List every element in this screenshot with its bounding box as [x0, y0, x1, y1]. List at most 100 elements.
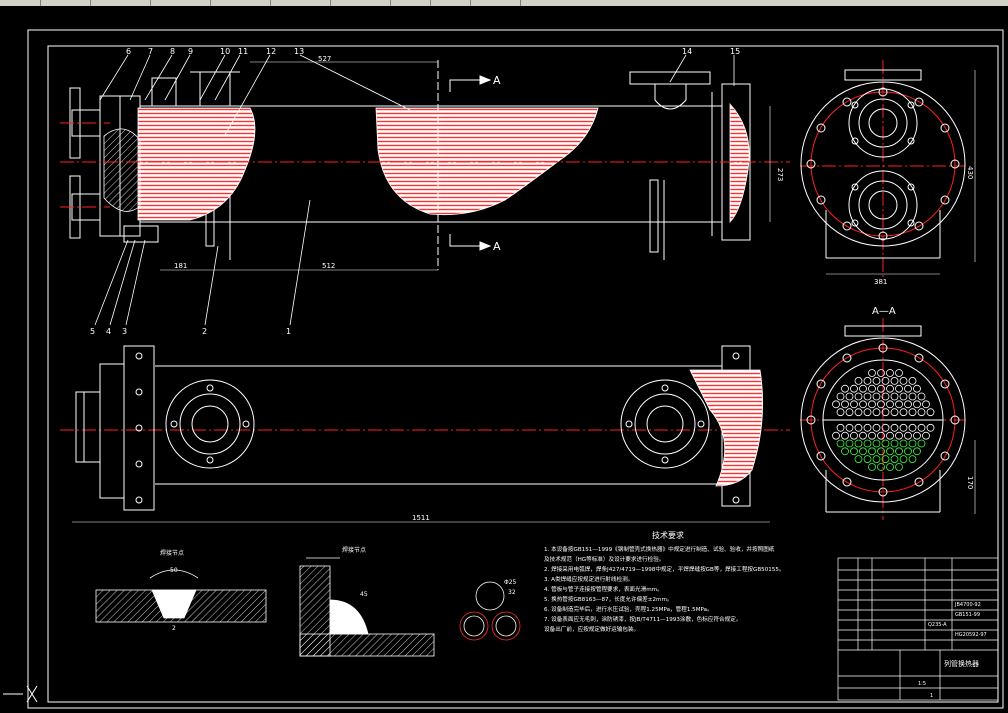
note-line: 3. A类焊缝应按规定进行射线检测。 [544, 575, 633, 583]
tube-hole [908, 423, 917, 432]
tube-hole [908, 439, 917, 448]
plan-view-hatch [689, 369, 764, 487]
tube-hole [904, 447, 912, 456]
part-number-3: 3 [122, 327, 127, 336]
part-number-6: 6 [126, 47, 131, 56]
tube-hole [836, 439, 845, 448]
part-number-9: 9 [188, 47, 193, 56]
tube-hole [913, 447, 921, 456]
tube-hole [854, 376, 863, 385]
title-block-code: HG20592-97 [955, 632, 987, 638]
tube-hole [850, 447, 858, 456]
title-block-sheet: 1 [930, 693, 933, 699]
tube-hole [868, 431, 876, 440]
end-view [800, 69, 966, 259]
title-block-code: JB4700-92 [954, 602, 981, 608]
tube-hole [863, 439, 872, 448]
plan-view-bolts [135, 352, 740, 504]
tube-grid [832, 369, 935, 471]
tube-hole [881, 423, 890, 432]
tube-hole [845, 439, 854, 448]
tube-hole [854, 423, 863, 432]
title-block-code: GB151-99 [955, 612, 980, 618]
part-number-4: 4 [106, 327, 111, 336]
part-number-15: 15 [730, 47, 740, 56]
tube-hole [886, 369, 894, 377]
tube-hole [854, 408, 863, 417]
tube-hole [872, 376, 881, 385]
tube-hole [890, 423, 899, 432]
tube-hole [881, 439, 890, 448]
section-marker-top: A [493, 74, 501, 87]
tube-hole [886, 384, 894, 393]
middle-tube-section [375, 107, 599, 216]
part-number-7: 7 [148, 47, 153, 56]
part-number-8: 8 [170, 47, 175, 56]
tube-hole [845, 408, 854, 417]
tube-hole [854, 439, 863, 448]
window-title-strip [0, 0, 1008, 6]
tube-hole [832, 400, 840, 409]
part-number-2: 2 [202, 327, 207, 336]
tube-hole [877, 400, 885, 409]
tube-hole [836, 392, 845, 401]
part-leaders [94, 54, 735, 326]
tube-hole [872, 392, 881, 401]
tube-hole [854, 392, 863, 401]
drawing-title: 列管换热器 [944, 659, 979, 668]
dim-end-height: 430 [966, 166, 974, 179]
tube-hole [890, 392, 899, 401]
tube-hole [854, 455, 863, 464]
weld-detail-1 [95, 569, 267, 623]
tube-hole [850, 400, 858, 409]
tube-hole [886, 400, 894, 409]
tube-hole [859, 384, 867, 393]
section-marker-bottom: A [493, 240, 501, 253]
end-view-bolts [806, 87, 960, 241]
weld-detail-2 [299, 557, 435, 657]
tube-hole [895, 463, 903, 471]
tube-hole [872, 408, 881, 417]
note-line: 及技术规范（HG等标准）及设计要求进行检验。 [544, 555, 664, 563]
tube-hole [841, 384, 849, 393]
tube-hole [868, 369, 876, 377]
tube-hole [863, 392, 872, 401]
title-block-scale: 1:5 [918, 681, 926, 687]
tube-hole [890, 439, 899, 448]
section-markers [437, 60, 492, 270]
tube-hole [863, 423, 872, 432]
dim-main-length: 512 [322, 262, 335, 270]
dim-overall-length: 1511 [412, 514, 430, 522]
technical-notes: 1. 本设备按GB151—1999《钢制管壳式换热器》中规定进行制造、试验、验收… [544, 545, 785, 633]
tube-hole [836, 423, 845, 432]
part-number-14: 14 [682, 47, 692, 56]
tube-hole [872, 439, 881, 448]
tube-hole [836, 408, 845, 417]
tube-hole [899, 408, 908, 417]
tube-hole [845, 392, 854, 401]
tube-hole [863, 455, 872, 464]
tube-hole [881, 408, 890, 417]
tube-hole [917, 423, 926, 432]
section-bolts [806, 343, 960, 497]
tube-layout-detail [459, 581, 521, 641]
tube-hole [872, 455, 881, 464]
tube-pitch-dim: Φ25 [504, 579, 517, 586]
part-number-12: 12 [266, 47, 276, 56]
part-numbers: 6 7 8 9 10 11 12 13 14 15 5 4 3 2 1 [90, 47, 740, 336]
tube-hole [881, 392, 890, 401]
tube-hole [895, 400, 903, 409]
tube-hole [881, 376, 890, 385]
tube-hole [904, 431, 912, 440]
tube-hole [886, 447, 894, 456]
title-block [837, 557, 999, 701]
dim-left-offset: 181 [174, 262, 187, 270]
tube-hole [926, 408, 935, 417]
note-line: 5. 换热管按GB8163—87，长度允许偏差±2mm。 [544, 595, 673, 603]
tube-hole [899, 423, 908, 432]
tube-hole [926, 423, 935, 432]
note-line: 4. 管板与管子连接按管程要求，表面光滑mm。 [544, 585, 663, 593]
tube-hole [908, 455, 917, 464]
tube-hole [868, 447, 876, 456]
